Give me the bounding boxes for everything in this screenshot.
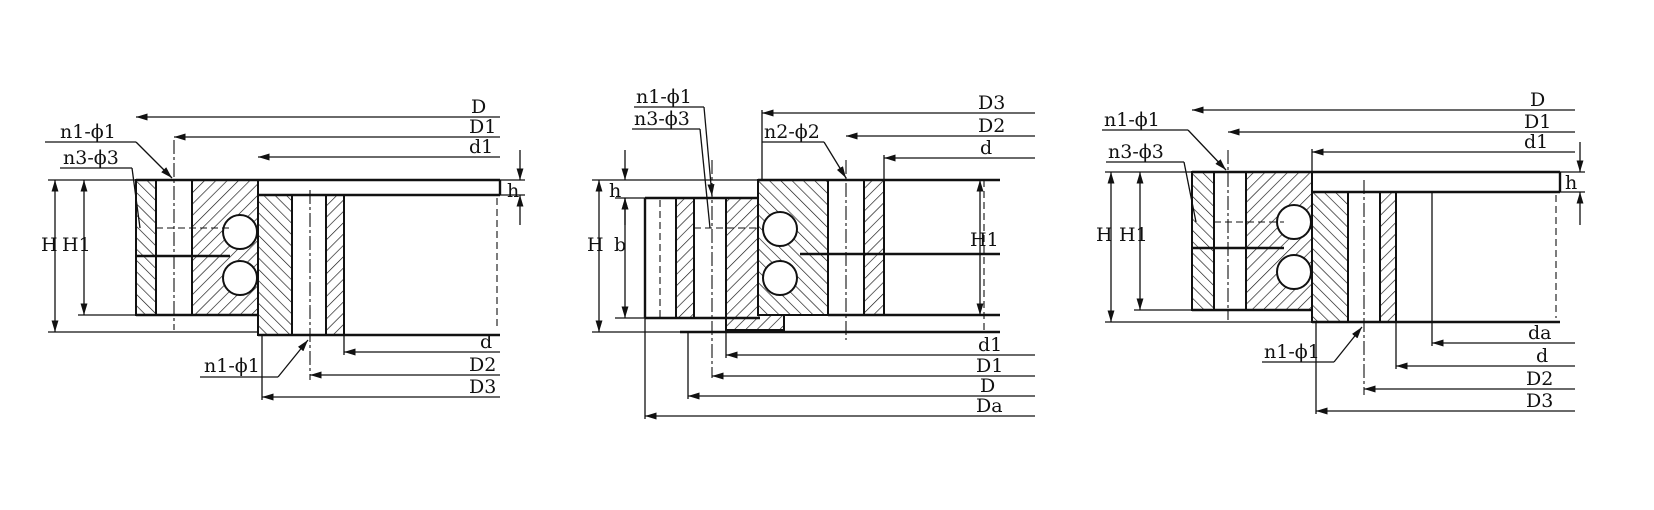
label-n2: n2-ϕ2	[764, 121, 820, 143]
label-d1: d1	[978, 334, 1002, 356]
inner-ring-right-wall	[325, 194, 345, 336]
inner-ring-right-wall	[1379, 191, 1397, 323]
label-d: d	[1536, 345, 1548, 367]
label-n3: n3-ϕ3	[1108, 141, 1164, 163]
label-H: H	[41, 234, 58, 256]
label-H1: H1	[970, 229, 999, 251]
label-D2: D2	[469, 354, 496, 376]
ball-upper	[1276, 204, 1312, 240]
label-D1: D1	[469, 116, 496, 138]
label-D3: D3	[469, 376, 496, 398]
label-D: D	[980, 375, 995, 397]
label-H1: H1	[1119, 224, 1148, 246]
inner-ring-body	[1311, 191, 1349, 323]
label-b: b	[614, 234, 626, 256]
label-n1-top: n1-ϕ1	[60, 121, 116, 143]
label-n1-bottom: n1-ϕ1	[204, 355, 260, 377]
ball-upper	[222, 214, 258, 250]
outer-ring-left-wall	[135, 179, 157, 316]
outer-right-wall	[863, 179, 885, 316]
label-d1: d1	[1524, 131, 1548, 153]
inner-ring-body	[257, 194, 293, 336]
label-d1: d1	[469, 136, 493, 158]
label-D2: D2	[1526, 368, 1553, 390]
label-D2: D2	[978, 115, 1005, 137]
label-h: h	[1565, 172, 1577, 194]
ball-upper	[762, 211, 798, 247]
ball-lower	[1276, 254, 1312, 290]
label-n1-top: n1-ϕ1	[1104, 109, 1160, 131]
figure-middle: D3 D2 d n1-ϕ1 n3-ϕ3 n2-ϕ2 h H b H1	[587, 86, 1035, 420]
label-H: H	[1096, 224, 1113, 246]
outer-ring-body	[1245, 171, 1313, 311]
label-D1: D1	[1524, 111, 1551, 133]
label-H: H	[587, 234, 604, 256]
label-h: h	[507, 180, 519, 202]
label-n1: n1-ϕ1	[636, 86, 692, 108]
label-n1-bottom: n1-ϕ1	[1264, 341, 1320, 363]
ball-lower	[222, 260, 258, 296]
ball-lower	[762, 260, 798, 296]
figure-right: D D1 d1 h n1-ϕ1 n3-ϕ3 H H1 da d D2 D	[1096, 89, 1585, 415]
label-da: da	[1528, 322, 1552, 344]
label-D3: D3	[978, 92, 1005, 114]
label-d: d	[480, 331, 492, 353]
label-D: D	[1530, 89, 1545, 111]
outer-ring-body	[757, 179, 829, 316]
figure-left: D D1 d1 h H H1 d D2 D3 n1-ϕ1 n3-ϕ3 n	[41, 96, 525, 401]
label-h: h	[609, 180, 621, 202]
label-n3: n3-ϕ3	[634, 108, 690, 130]
label-D: D	[471, 96, 486, 118]
outer-ring-left-wall	[1191, 171, 1215, 311]
label-n3: n3-ϕ3	[63, 147, 119, 169]
label-Da: Da	[976, 395, 1003, 417]
label-d: d	[980, 137, 992, 159]
inner-left-wall	[675, 197, 695, 319]
label-D1: D1	[976, 355, 1003, 377]
label-D3: D3	[1526, 390, 1553, 412]
label-H1: H1	[62, 234, 91, 256]
